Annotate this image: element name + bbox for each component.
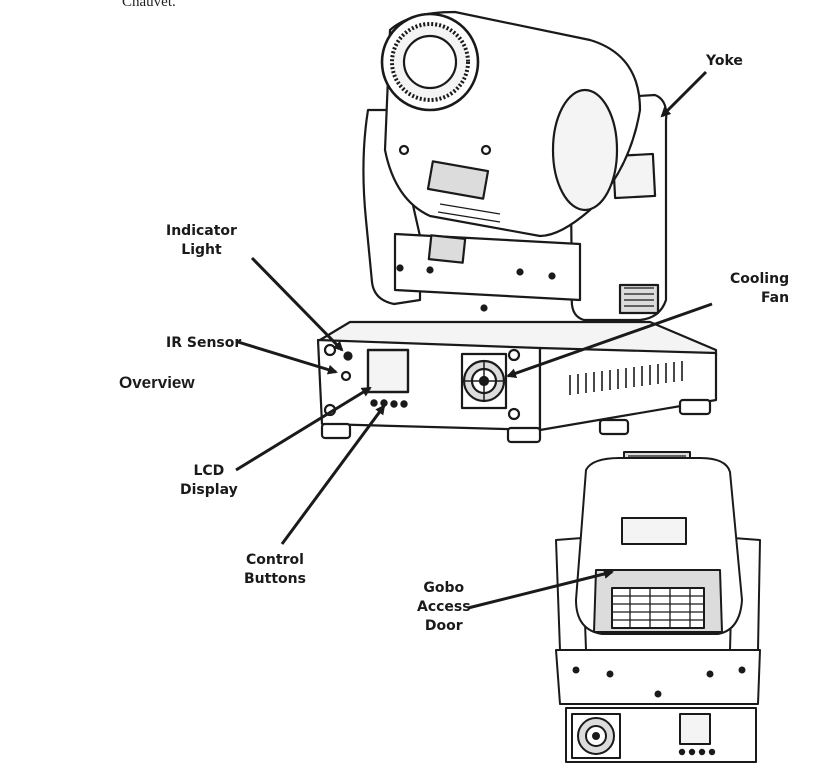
label-light: Light <box>181 242 222 258</box>
callout-yoke: Yoke <box>706 52 743 71</box>
indicator-light-arrow <box>250 256 344 352</box>
label-lcd: LCD <box>193 463 225 479</box>
label-gobo: Gobo <box>423 580 465 596</box>
lens-inner <box>402 34 458 90</box>
ir-sensor <box>340 370 352 382</box>
control-buttons <box>370 399 408 408</box>
lcd-display <box>366 348 410 394</box>
control-buttons-arrow <box>280 404 386 545</box>
label-fan: Fan <box>760 290 790 306</box>
head-window <box>426 160 490 200</box>
callout-indicator-light: Indicator Light <box>166 222 237 260</box>
callout-control-buttons: Control Buttons <box>244 551 306 589</box>
base-vents <box>569 361 683 395</box>
label-yoke: Yoke <box>706 53 743 69</box>
ir-sensor-arrow <box>237 340 338 375</box>
moving-head-fixture-main <box>316 10 718 444</box>
label-buttons: Buttons <box>244 571 306 587</box>
label-indicator: Indicator <box>166 223 237 239</box>
cooling-fan-arrow <box>506 302 713 379</box>
yoke-arrow <box>660 70 708 118</box>
callout-ir-sensor: IR Sensor <box>166 334 241 353</box>
base-foot <box>598 418 630 436</box>
base-side <box>538 346 718 432</box>
label-ir-sensor: IR Sensor <box>166 335 242 351</box>
label-cooling: Cooling <box>730 271 790 287</box>
callout-lcd-display: LCD Display <box>180 462 238 500</box>
cut-off-header-text: Chauvet. <box>122 0 176 10</box>
label-display: Display <box>180 482 238 498</box>
section-heading: Overview <box>119 373 195 392</box>
label-control: Control <box>246 552 304 568</box>
gobo-access-door-arrow <box>467 569 614 610</box>
base-foot <box>320 422 352 440</box>
label-access: Access <box>417 599 471 615</box>
lcd-display-arrow <box>235 386 372 472</box>
indicator-light <box>343 351 353 361</box>
label-door: Door <box>424 618 463 634</box>
yoke-crossbar <box>393 232 582 302</box>
moving-head-fixture-rear <box>555 451 761 763</box>
callout-cooling-fan: Cooling Fan <box>730 270 789 308</box>
callout-gobo-access-door: Gobo Access Door <box>417 579 471 636</box>
base-foot <box>506 426 542 444</box>
base-foot <box>678 398 712 416</box>
